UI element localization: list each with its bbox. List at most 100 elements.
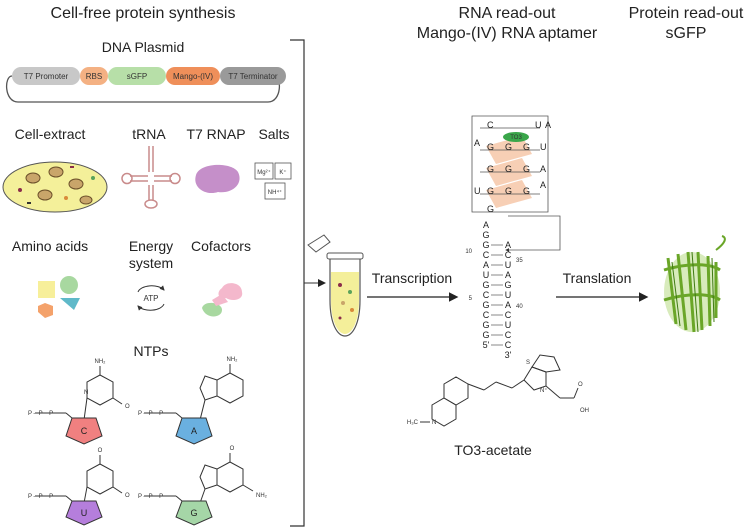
to3-ligand bbox=[503, 132, 529, 142]
mg-ion: Mg²⁺ bbox=[257, 169, 271, 176]
utp-o-top: O bbox=[98, 448, 103, 454]
stem-left-base: A bbox=[483, 260, 489, 270]
energy-label: Energy bbox=[129, 238, 173, 254]
loop-base: A bbox=[540, 180, 546, 190]
rbs-label: RBS bbox=[86, 72, 102, 81]
stem-right-base: U bbox=[505, 290, 512, 300]
ntps-label: NTPs bbox=[134, 343, 169, 359]
stem-left-base: A bbox=[483, 220, 489, 230]
loop-base: G bbox=[487, 186, 494, 196]
dye-n-plus: N⁺ bbox=[540, 387, 548, 394]
loop-base: C bbox=[487, 120, 494, 130]
amino-acids-label: Amino acids bbox=[12, 238, 88, 254]
utp-molecule bbox=[35, 455, 123, 526]
dye-oh: OH bbox=[580, 408, 589, 414]
loop-base: G bbox=[505, 164, 512, 174]
plasmid-segments: T7 Promoter RBS sGFP Mango-(IV) T7 Termi… bbox=[12, 67, 286, 85]
t7-terminator-label: T7 Terminator bbox=[228, 72, 278, 81]
stem-left-base: C bbox=[483, 290, 490, 300]
t7-promoter-segment bbox=[12, 67, 80, 85]
mango-segment bbox=[166, 67, 220, 85]
atp-ppp: P – P – P bbox=[138, 411, 163, 417]
salts-label: Salts bbox=[258, 126, 289, 142]
loop-base: U bbox=[474, 186, 481, 196]
cell-free-header: Cell-free protein synthesis bbox=[51, 5, 236, 22]
utp-o: O bbox=[125, 493, 130, 499]
stem-left-base: G bbox=[482, 330, 489, 340]
loop-base: G bbox=[487, 142, 494, 152]
atp-nh2: NH₂ bbox=[227, 357, 239, 363]
gtp-nh2: NH₂ bbox=[256, 493, 268, 499]
dye-s: S bbox=[526, 360, 530, 366]
sgfp-barrel-icon bbox=[663, 235, 726, 333]
sgfp-header: sGFP bbox=[666, 25, 707, 42]
k-ion: K⁺ bbox=[279, 169, 286, 176]
trna-icon bbox=[121, 146, 181, 209]
ctp-n: N bbox=[84, 390, 88, 396]
to3-acetate-label: TO3-acetate bbox=[454, 442, 532, 458]
ctp-ppp: P – P – P bbox=[28, 411, 53, 417]
position-5: 5 bbox=[469, 296, 473, 302]
gtp-base: G bbox=[190, 508, 197, 518]
loop-base: G bbox=[523, 164, 530, 174]
position-10: 10 bbox=[465, 249, 472, 255]
reaction-tube-icon bbox=[307, 234, 364, 337]
t7-terminator-segment bbox=[220, 67, 286, 85]
atp-molecule bbox=[144, 364, 244, 445]
stem-left-base: G bbox=[482, 280, 489, 290]
stem-right-base: A bbox=[505, 240, 511, 250]
stem-left-base: G bbox=[482, 320, 489, 330]
loop-base: G bbox=[505, 142, 512, 152]
rna-aptamer-header: Mango-(IV) RNA aptamer bbox=[417, 25, 598, 42]
ligand-tag: TO3 bbox=[510, 135, 522, 141]
atp-base: A bbox=[191, 426, 197, 436]
position-35: 35 bbox=[516, 258, 523, 264]
ctp-base: C bbox=[81, 426, 88, 436]
stem-right-base: C bbox=[505, 250, 512, 260]
cofactors-icon bbox=[202, 283, 243, 317]
stem-right-base: A bbox=[505, 270, 511, 280]
stem-right-base: C bbox=[505, 330, 512, 340]
gtp-ppp: P – P – P bbox=[138, 494, 163, 500]
stem-left-base: C bbox=[483, 250, 490, 260]
loop-base: G bbox=[523, 142, 530, 152]
loop-base: G bbox=[487, 164, 494, 174]
stem-left-base: G bbox=[482, 240, 489, 250]
position-40: 40 bbox=[516, 304, 523, 310]
stem-right-base: 3' bbox=[505, 350, 512, 360]
loop-base: A bbox=[540, 164, 546, 174]
stem-left-base: C bbox=[483, 310, 490, 320]
stem-left-base: 5' bbox=[483, 340, 490, 350]
t7-rnap-icon bbox=[195, 164, 240, 194]
stem-right-base: U bbox=[505, 320, 512, 330]
stem-left-base: G bbox=[482, 300, 489, 310]
loop-base: G bbox=[505, 186, 512, 196]
stem-left-base: U bbox=[483, 270, 490, 280]
loop-base: G bbox=[523, 186, 530, 196]
loop-base: A bbox=[545, 120, 551, 130]
t7-rnap-label: T7 RNAP bbox=[186, 126, 245, 142]
sgfp-label: sGFP bbox=[127, 72, 147, 81]
mango-aptamer-structure: TO3 bbox=[471, 115, 561, 252]
aptamer-base-pairs bbox=[491, 244, 503, 346]
loop-base: G bbox=[487, 204, 494, 214]
aptamer-loop-bases: C G U A A G G U G G G A A U G G G G bbox=[474, 120, 551, 214]
ctp-molecule bbox=[35, 366, 123, 445]
dye-n: N bbox=[432, 420, 436, 426]
protein-readout-header: Protein read-out bbox=[629, 5, 744, 22]
translation-label: Translation bbox=[563, 270, 632, 286]
stem-right-base: G bbox=[504, 280, 511, 290]
loop-base: A bbox=[474, 138, 480, 148]
sgfp-segment bbox=[108, 67, 166, 85]
cell-extract-icon bbox=[2, 161, 108, 213]
cofactors-label: Cofactors bbox=[191, 238, 251, 254]
mango-label: Mango-(IV) bbox=[173, 72, 213, 81]
amino-acids-icon bbox=[38, 276, 80, 318]
rna-readout-header: RNA read-out bbox=[459, 5, 556, 22]
stem-right-base: A bbox=[505, 300, 511, 310]
stem-right-base: U bbox=[505, 260, 512, 270]
ctp-o: O bbox=[125, 404, 130, 410]
